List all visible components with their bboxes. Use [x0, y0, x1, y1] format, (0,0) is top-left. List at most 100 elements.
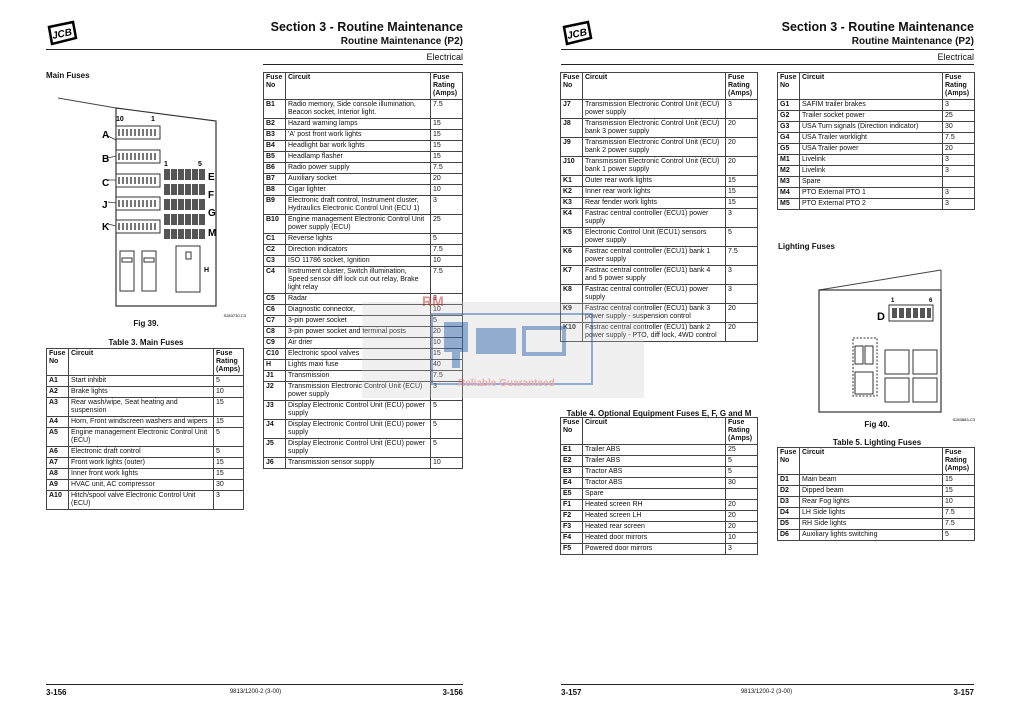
- fuse-no-cell: M5: [777, 198, 800, 210]
- page-number-right: 3-156: [442, 688, 463, 697]
- table-3-title: Table 3. Main Fuses: [108, 338, 184, 347]
- fuse-no-cell: K2: [560, 186, 583, 198]
- svg-text:F: F: [208, 190, 214, 201]
- rating-cell: 10: [213, 386, 244, 398]
- rating-cell: 15: [725, 186, 758, 198]
- svg-text:S283883-C3: S283883-C3: [953, 417, 976, 422]
- circuit-cell: HVAC unit, AC compressor: [68, 479, 214, 491]
- col-circuit: Circuit: [799, 72, 943, 100]
- rating-cell: 5: [942, 529, 975, 541]
- fuse-no-cell: J9: [560, 137, 583, 157]
- section-title: Section 3 - Routine Maintenance: [781, 20, 974, 34]
- svg-text:A: A: [102, 130, 109, 141]
- circuit-cell: Livelink: [799, 165, 943, 177]
- rating-cell: 30: [213, 479, 244, 491]
- fuse-no-cell: J10: [560, 156, 583, 176]
- col-rating: Fuse Rating (Amps): [942, 447, 975, 475]
- rating-cell: 20: [942, 143, 975, 155]
- circuit-cell: Inner front work lights: [68, 468, 214, 480]
- main-fuse-box-diagram: 10 1 1 5 H: [58, 97, 247, 318]
- rating-cell: 20: [725, 303, 758, 323]
- svg-text:J: J: [102, 200, 108, 211]
- rating-cell: 10: [430, 255, 463, 267]
- circuit-cell: Headlight bar work lights: [285, 140, 431, 152]
- circuit-cell: PTO External PTO 2: [799, 198, 943, 210]
- fuse-no-cell: E2: [560, 455, 583, 467]
- fuse-no-cell: G5: [777, 143, 800, 155]
- fuse-no-cell: J1: [263, 370, 286, 382]
- subsection-title: Routine Maintenance (P2): [340, 36, 463, 47]
- rating-cell: 5: [213, 427, 244, 447]
- fuse-no-cell: C3: [263, 255, 286, 267]
- rating-cell: 3: [725, 208, 758, 228]
- rating-cell: 3: [725, 284, 758, 304]
- circuit-cell: Cigar lighter: [285, 184, 431, 196]
- rating-cell: 25: [725, 444, 758, 456]
- fuse-no-cell: C9: [263, 337, 286, 349]
- rating-cell: 20: [430, 173, 463, 185]
- circuit-cell: Fastrac central controller (ECU1) bank 4…: [582, 265, 726, 285]
- fuse-no-cell: D1: [777, 474, 800, 486]
- rating-cell: 20: [725, 322, 758, 342]
- col-rating: Fuse Rating (Amps): [942, 72, 975, 100]
- watermark: RM Reliable Guaranteed: [362, 293, 644, 398]
- fuse-no-cell: A9: [46, 479, 69, 491]
- svg-text:1: 1: [891, 298, 895, 304]
- rating-cell: 7.5: [942, 518, 975, 530]
- fuse-row: K9Fastrac central controller (ECU1) bank…: [560, 303, 758, 323]
- circuit-cell: Hazard warning lamps: [285, 118, 431, 130]
- fuse-no-cell: A5: [46, 427, 69, 447]
- fuse-no-cell: B9: [263, 195, 286, 215]
- fuse-no-cell: G2: [777, 110, 800, 122]
- fuse-no-cell: C5: [263, 293, 286, 305]
- fuse-no-cell: C2: [263, 244, 286, 256]
- col-circuit: Circuit: [799, 447, 943, 475]
- fuse-no-cell: B10: [263, 214, 286, 234]
- fuse-no-cell: F5: [560, 543, 583, 555]
- circuit-cell: Rear fender work lights: [582, 197, 726, 209]
- rating-cell: 15: [213, 416, 244, 428]
- fuse-no-cell: F4: [560, 532, 583, 544]
- col-circuit: Circuit: [68, 348, 214, 376]
- circuit-cell: Trailer socket power: [799, 110, 943, 122]
- svg-text:G: G: [208, 208, 216, 219]
- fuse-no-cell: B2: [263, 118, 286, 130]
- rating-cell: 3: [942, 165, 975, 177]
- fuse-no-cell: K1: [560, 175, 583, 187]
- rating-cell: 10: [725, 532, 758, 544]
- col-fuse-no: Fuse No: [777, 72, 800, 100]
- fuse-no-cell: G1: [777, 99, 800, 111]
- svg-text:D: D: [877, 311, 885, 323]
- fuse-no-cell: E3: [560, 466, 583, 478]
- rating-cell: 5: [725, 227, 758, 247]
- circuit-cell: Transmission sensor supply: [285, 457, 431, 469]
- circuit-cell: USA Turn signals (Direction indicator): [799, 121, 943, 133]
- svg-text:1: 1: [151, 116, 155, 123]
- svg-text:M: M: [208, 228, 216, 239]
- svg-text:E: E: [208, 172, 215, 183]
- jcb-logo: JCB: [47, 20, 78, 46]
- circuit-cell: Rear wash/wipe, Seat heating and suspens…: [68, 397, 214, 417]
- circuit-cell: Trailer ABS: [582, 444, 726, 456]
